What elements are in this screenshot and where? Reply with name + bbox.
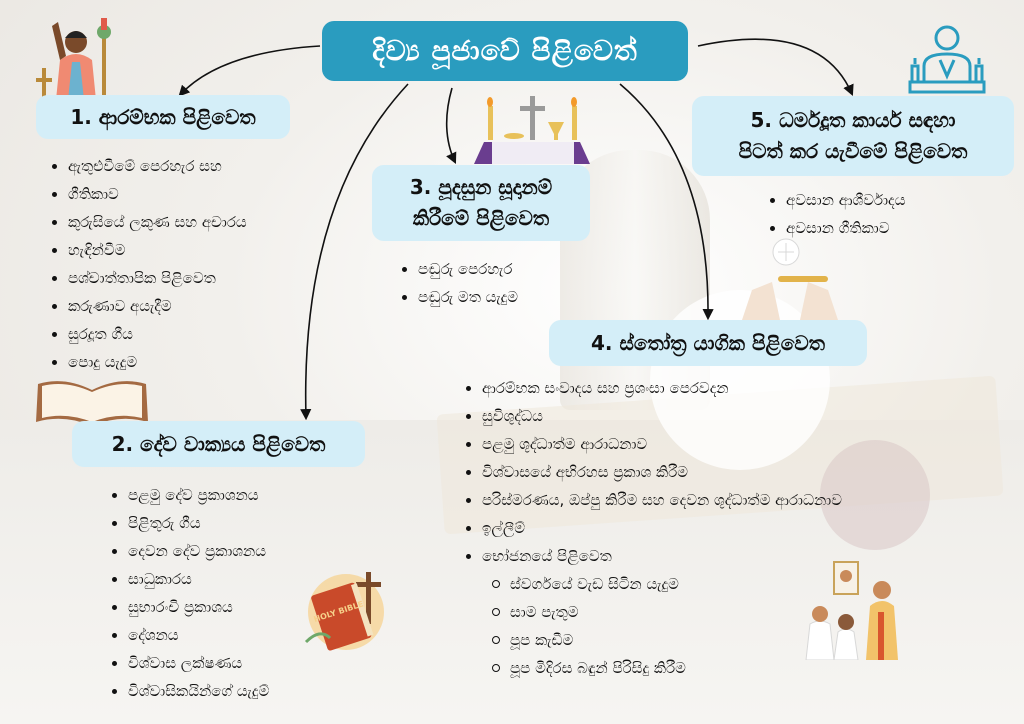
section-2-heading: 2. දේව වාක්‍යය පිළිවෙත xyxy=(72,421,365,467)
list-item: පළමු දේව ප්‍රකාශනය xyxy=(108,481,269,509)
list-subitem: පූප මිදිරස බඳුන් පිරිසිදු කිරීම xyxy=(462,654,842,682)
list-item: කරුණාව අයැදීම xyxy=(48,292,247,320)
holy-bible-illustration: HOLY BIBLE xyxy=(304,572,384,651)
list-item: අවසාන ගීතිකාව xyxy=(766,214,905,242)
list-item: පඬුරු පෙරහැර xyxy=(398,255,518,283)
section-5-heading: 5. ධර්මදූත කාර්ය සඳහා පිටත් කර යැවීමේ පි… xyxy=(692,96,1014,176)
section-3-heading-line-1: 3. පූදසුන සූදානම් xyxy=(409,175,553,199)
praying-man-icon xyxy=(908,25,986,94)
section-3-heading-line-2: කිරීමේ පිළිවෙත xyxy=(412,206,550,230)
section-3-list: පඬුරු පෙරහැර පඬුරු මත යැදුම xyxy=(398,255,518,311)
list-item: හැඳින්වීම xyxy=(48,236,247,264)
list-item: විශ්වාසිකයින්ගේ යැදුම් xyxy=(108,677,269,705)
list-item: ඉල්ලීම් xyxy=(462,514,842,542)
list-subitem: ස්වර්ගයේ වැඩ සිටින යැදුම xyxy=(462,570,842,598)
section-1-heading: 1. ආරම්භක පිළිවෙත xyxy=(36,95,290,139)
section-2-list: පළමු දේව ප්‍රකාශනය පිළිතුරු ගීය දෙවන දේව… xyxy=(108,481,269,705)
open-book-illustration xyxy=(36,381,148,426)
list-item: දෙවන දේව ප්‍රකාශනය xyxy=(108,537,269,565)
diagram-title: දිව්‍ය පූජාවේ පිළිවෙත් xyxy=(322,21,688,81)
section-5-heading-line-1: 5. ධර්මදූත කාර්ය සඳහා xyxy=(750,108,956,132)
arrow-to-section-3 xyxy=(445,87,457,165)
list-subitem: සාම පැතුම xyxy=(462,598,842,626)
list-item: සුභාරංචි ප්‍රකාශය xyxy=(108,593,269,621)
list-item: පඬුරු මත යැදුම xyxy=(398,283,518,311)
list-item: ඇතුළුවීමේ පෙරහැර සහ xyxy=(48,152,247,180)
list-item: දේශනය xyxy=(108,621,269,649)
list-item: ආරම්භක සංවාදය සහ ප්‍රශංසා පෙරවදන xyxy=(462,374,842,402)
communion-scene-illustration xyxy=(805,561,898,660)
eucharist-host-illustration xyxy=(742,238,838,320)
list-item: භෝජනයේ පිළිවෙත xyxy=(462,542,842,570)
section-5-heading-line-2: පිටත් කර යැවීමේ පිළිවෙත xyxy=(738,139,968,163)
arrow-to-section-5 xyxy=(697,38,854,97)
section-1-list: ඇතුළුවීමේ පෙරහැර සහ ගීතිකාව කුරුසියේ ලකු… xyxy=(48,152,247,376)
section-4-heading: 4. ස්තෝත්‍ර යාගික පිළිවෙත xyxy=(549,320,867,366)
arrow-to-section-2 xyxy=(300,83,409,421)
background-grapes xyxy=(820,440,930,550)
section-5-list: අවසාන ආශීර්වාදය අවසාන ගීතිකාව xyxy=(766,186,905,242)
list-item: විශ්වාස ලක්ෂණය xyxy=(108,649,269,677)
list-item: සුවිශුද්ධය xyxy=(462,402,842,430)
arrow-to-section-1 xyxy=(178,45,321,97)
altar-crucifix-illustration xyxy=(474,96,590,164)
section-3-heading: 3. පූදසුන සූදානම් කිරීමේ පිළිවෙත xyxy=(372,165,590,241)
list-item: සාධුකාරය xyxy=(108,565,269,593)
list-item: පිළිතුරු ගීය xyxy=(108,509,269,537)
list-item: සුරදූත ගීය xyxy=(48,320,247,348)
list-item: අවසාන ආශීර්වාදය xyxy=(766,186,905,214)
section-4-list: ආරම්භක සංවාදය සහ ප්‍රශංසා පෙරවදන සුවිශුද… xyxy=(462,374,842,682)
list-item: පොදු යැදුම xyxy=(48,348,247,376)
list-item: පශ්චාත්තාපික පිළිවෙත xyxy=(48,264,247,292)
list-item: පළමු ශුද්ධාත්ම ආරාධනාව xyxy=(462,430,842,458)
arrow-to-section-4 xyxy=(619,83,714,321)
list-item: ගීතිකාව xyxy=(48,180,247,208)
list-item: පරිස්මරණය, ඔප්පු කිරීම සහ දෙවන ශුද්ධාත්ම… xyxy=(462,486,842,514)
list-subitem: පූප කැඩීම xyxy=(462,626,842,654)
priest-blessing-illustration xyxy=(36,18,111,100)
list-item: විශ්වාසයේ අභිරහස ප්‍රකාශ කිරීම xyxy=(462,458,842,486)
list-item: කුරුසියේ ලකුණ සහ අචාරය xyxy=(48,208,247,236)
